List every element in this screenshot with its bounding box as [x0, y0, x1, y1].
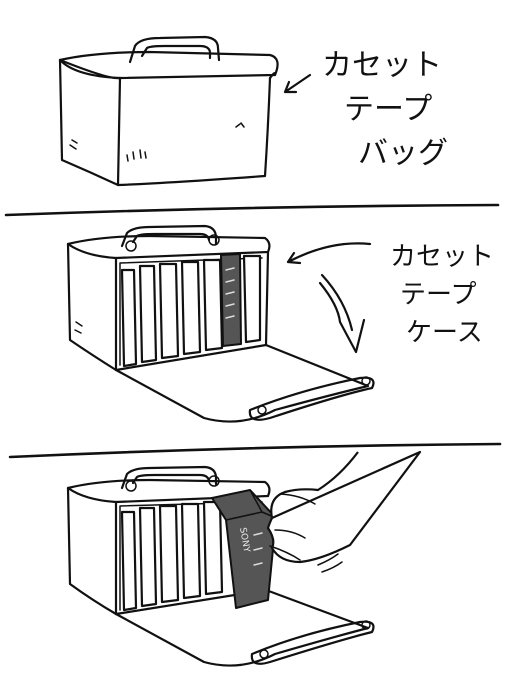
label-line: ケース [406, 318, 483, 348]
bag-front [116, 76, 272, 187]
label-line: カセット [390, 242, 495, 272]
bag-side [58, 58, 122, 187]
bag-stitches [69, 122, 245, 162]
hand [266, 450, 422, 564]
panel-3-hand-pulling: SONY [66, 450, 422, 667]
case-rivet-right [208, 234, 220, 246]
case-rivet-left [125, 240, 137, 252]
bag-handle [128, 35, 221, 64]
label-line: テープ [344, 92, 433, 127]
label-line: バッグ [358, 136, 448, 171]
case-dark-cassette [220, 253, 242, 347]
label-line: カセット [322, 48, 442, 83]
cassette-brand-label: SONY [237, 527, 251, 554]
pulled-cassette: SONY [211, 489, 277, 609]
panel-1-label: カセット テープ バッグ [322, 44, 448, 176]
panel-1-arrow [283, 73, 312, 94]
panel-2-label: カセット テープ ケース [390, 238, 494, 352]
case-flap [114, 343, 370, 423]
divider-line-2 [8, 442, 502, 459]
panel-2-open-case [66, 224, 375, 423]
bag-top [58, 50, 279, 80]
case-cassettes [120, 253, 262, 368]
panel-1-closed-bag [58, 35, 279, 187]
divider-line-1 [4, 203, 500, 217]
panel-2-arrow [286, 242, 372, 265]
panel-2-curved-arrow [318, 273, 366, 354]
flap-handle [248, 376, 375, 421]
label-line: テープ [400, 280, 477, 310]
